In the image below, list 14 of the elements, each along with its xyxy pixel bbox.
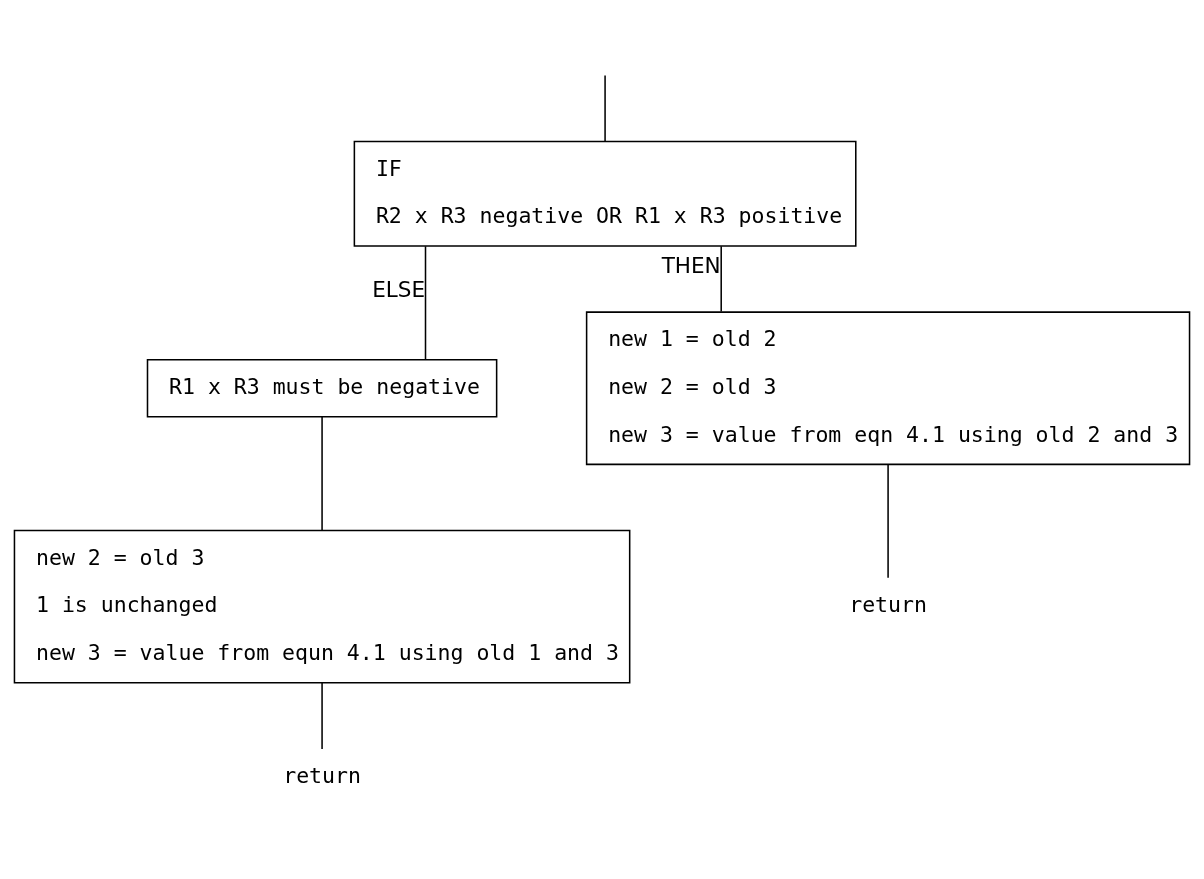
node-box: R1 x R3 must be negative xyxy=(146,358,498,417)
connector xyxy=(321,681,323,750)
connector xyxy=(604,74,606,142)
node-box: IF R2 x R3 negative OR R1 x R3 positive xyxy=(353,140,857,247)
connector xyxy=(424,245,427,360)
connector xyxy=(720,245,722,312)
edge-label: THEN xyxy=(661,252,721,278)
node-box: new 1 = old 2 new 2 = old 3 new 3 = value from eqn 4.1 using old 2 and 3 xyxy=(585,310,1191,465)
edge-label: ELSE xyxy=(372,276,426,302)
node-text: return xyxy=(849,591,927,617)
node-box: new 2 = old 3 1 is unchanged new 3 = value from equn 4.1 using old 1 and 3 xyxy=(13,529,631,684)
connector xyxy=(887,463,889,579)
connector xyxy=(321,415,323,531)
node-text: return xyxy=(283,762,361,788)
